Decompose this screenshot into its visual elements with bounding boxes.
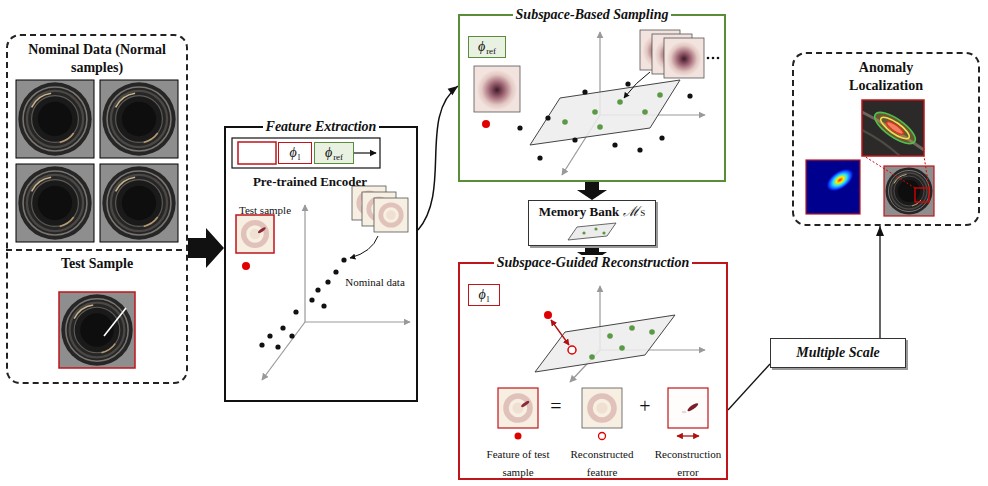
text-slot: Feature Extraction: [232, 117, 410, 136]
text-slot: Reconstructed feature: [563, 444, 641, 480]
node-text: ℳ: [623, 204, 639, 220]
localization-figure: [806, 100, 934, 216]
stage-box: Subspace-Guided Reconstructionϕl: [458, 262, 728, 480]
group-box: Nominal Data (Normal samples) Test Sample: [6, 34, 188, 384]
node-text: Pre-trained Encoder: [253, 174, 367, 189]
node-text: Multiple Scale: [796, 345, 880, 361]
node-text: Nominal Data (Normal samples): [28, 42, 166, 75]
text-slot: +: [630, 394, 660, 418]
connector-line: [879, 226, 880, 338]
scale-box: Multiple Scale: [770, 338, 906, 368]
encoder-layer: ϕref: [468, 36, 506, 58]
node-text: ref: [333, 152, 343, 162]
label-text: +: [639, 395, 650, 417]
arrow-head: [448, 86, 458, 95]
connector: [188, 228, 224, 268]
node-text: Test Sample: [61, 256, 133, 271]
text-slot: Subspace-Based Sampling: [476, 5, 708, 24]
sampling-figure: [474, 30, 719, 175]
encoder-layer: ϕl: [468, 284, 500, 306]
node-text: l: [298, 152, 301, 162]
label-text: Reconstructed feature: [571, 448, 634, 478]
connector: [577, 182, 607, 200]
text-slot: Reconstruction error: [649, 444, 727, 480]
text-slot: Nominal Data (Normal samples): [16, 40, 178, 76]
block-arrow: [188, 228, 224, 268]
label-text: Nominal data: [345, 276, 405, 288]
text-slot: Test sample: [228, 200, 302, 218]
block-arrow: [577, 182, 607, 200]
node-text: l: [487, 294, 490, 304]
memory-box: Memory BankℳS: [528, 200, 656, 246]
node-text: ϕ: [290, 145, 297, 161]
node-text: Subspace-Based Sampling: [513, 7, 672, 22]
node-text: Anomaly Localization: [849, 60, 923, 93]
encoder-figure: [232, 138, 410, 380]
connector-line: [728, 364, 770, 410]
node-text: Feature Extraction: [263, 119, 380, 134]
text-slot: Anomaly Localization: [836, 58, 936, 94]
arrow-head: [876, 226, 884, 236]
group-box: Anomaly Localization: [792, 52, 980, 226]
encoder-layer: ϕl: [278, 142, 312, 164]
curved-arrow: [418, 86, 458, 230]
nominal-images: [6, 80, 188, 368]
node-text: ϕ: [325, 145, 332, 161]
node-text: ϕ: [479, 287, 486, 303]
text-slot: Nominal data: [336, 272, 414, 290]
encoder-layer: ϕref: [314, 142, 354, 164]
connector: [418, 86, 458, 230]
label-text: Reconstruction error: [655, 448, 722, 478]
memory-plane: [568, 223, 616, 240]
text-slot: =: [544, 394, 568, 418]
node-text: ϕ: [478, 39, 485, 55]
node-text: Memory Bank: [539, 204, 620, 220]
connector: [876, 226, 884, 338]
text-slot: Feature of test sample: [479, 444, 557, 480]
label-text: Feature of test sample: [487, 448, 550, 478]
node-text: S: [640, 208, 645, 218]
reconstruction-figure: [498, 286, 708, 440]
label-text: Test sample: [239, 204, 291, 216]
label-text: =: [550, 395, 561, 417]
text-slot: Test Sample: [16, 254, 178, 272]
text-slot: Pre-trained Encoder: [230, 172, 390, 190]
connector: [728, 364, 770, 410]
stage-box: Subspace-Based Samplingϕref: [458, 14, 726, 182]
stage-box: Feature ExtractionPre-trained Encoderϕlϕ…: [224, 126, 418, 402]
node-text: Subspace-Guided Reconstruction: [494, 255, 693, 270]
node-text: ref: [486, 46, 496, 56]
text-slot: Subspace-Guided Reconstruction: [466, 253, 720, 272]
